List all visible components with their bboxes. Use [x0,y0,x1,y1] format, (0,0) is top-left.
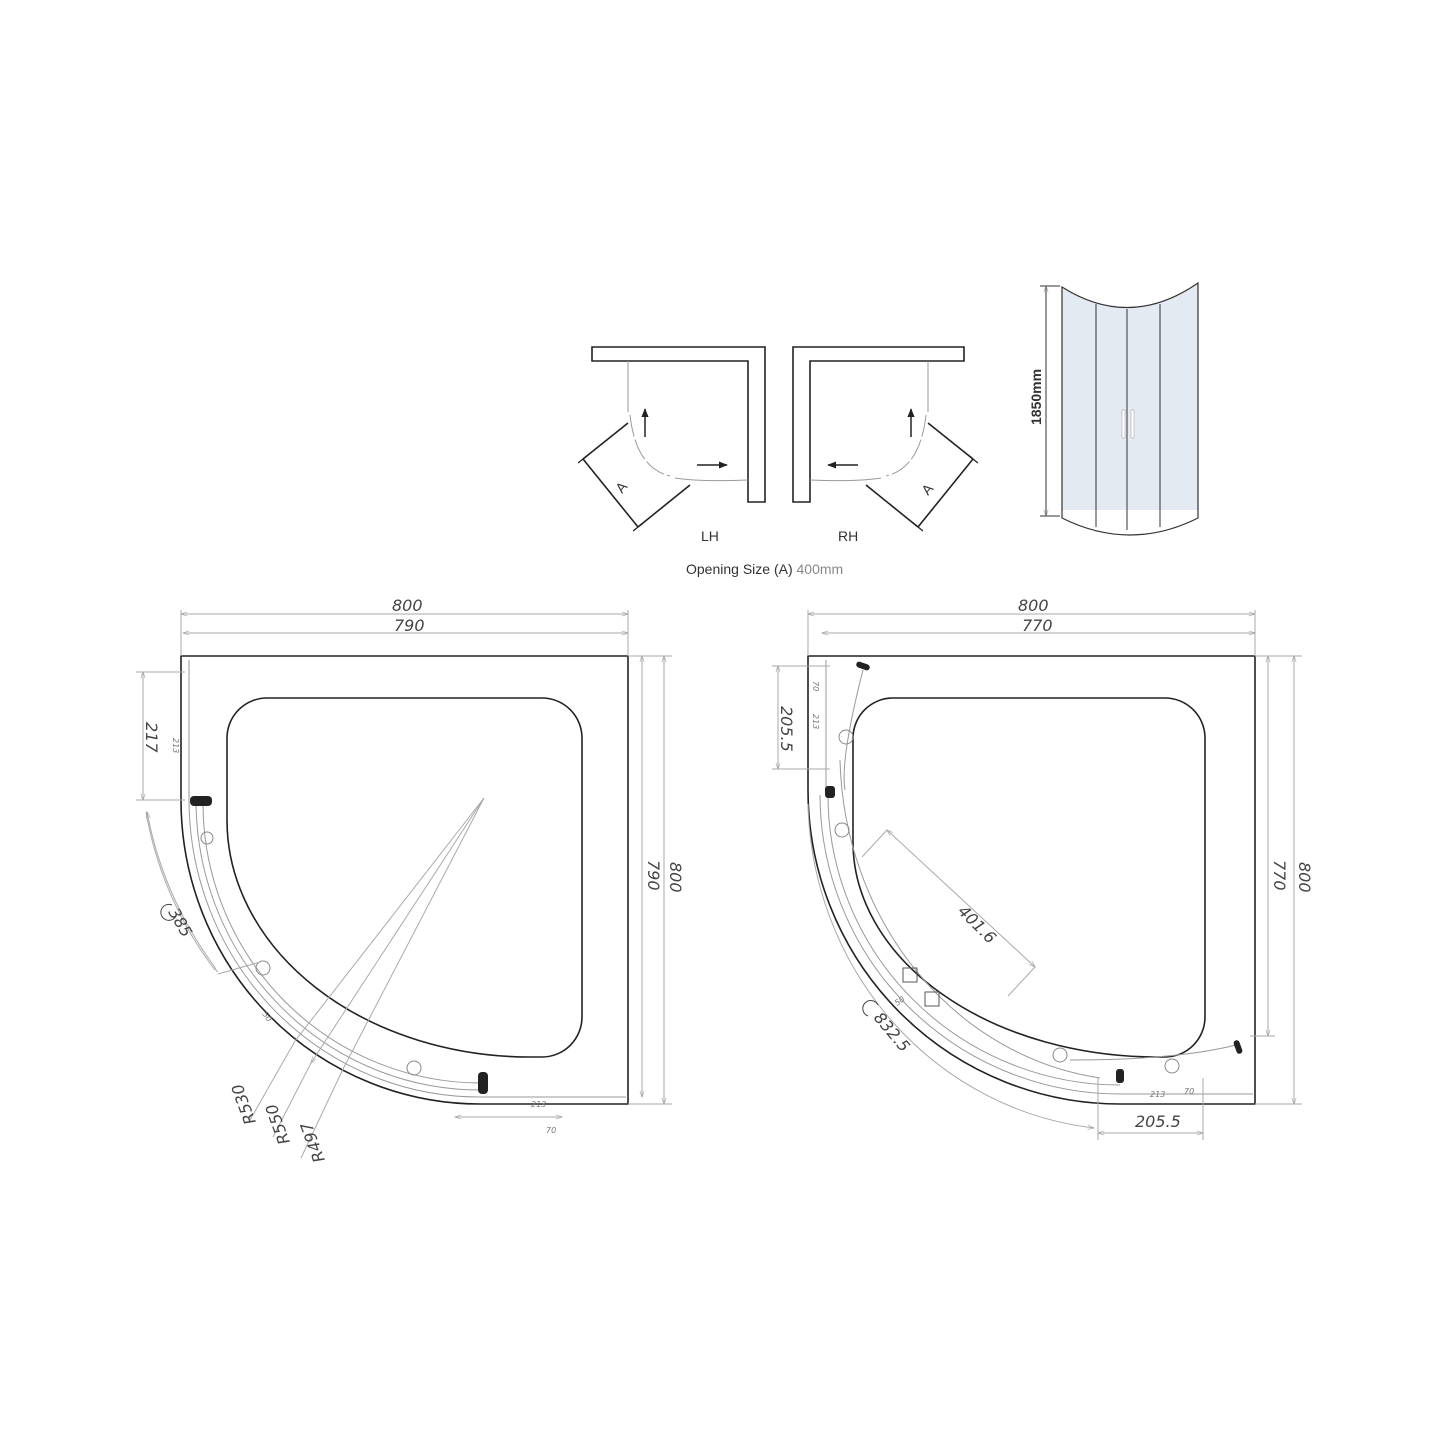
radius-r550: R550 [262,1101,294,1147]
side-panel-dim: 217 [142,722,161,753]
roller-icon [1164,1058,1180,1074]
small-dim-70-h: 70 [1184,1087,1194,1096]
roller-icon [838,729,854,745]
handle-icon [1116,1069,1124,1083]
width-inner: 790 [394,616,425,635]
height-inner: 770 [1270,860,1289,891]
width-inner: 770 [1022,616,1053,635]
caption-prefix: Opening Size (A) [686,561,793,577]
arc-length-dim: 832.5 [870,1008,914,1055]
bottom-panel-dim: 205.5 [1135,1112,1181,1131]
radius-r530: R530 [228,1081,260,1127]
handle-icon [190,796,212,806]
caption-value: 400mm [797,561,844,577]
height-label: 1850mm [1028,369,1044,425]
small-dim-50: 50 [260,1010,273,1024]
rh-a-label: A [918,480,937,498]
rh-wall [792,346,965,503]
handle-icon [856,661,870,671]
handle-left [1121,409,1126,439]
rh-label: RH [838,528,858,544]
lh-label: LH [701,528,719,544]
roller-icon [406,1060,422,1076]
arc-symbol-icon [160,903,177,921]
side-panel-dim: 205.5 [777,706,796,752]
radius-r497: R497 [296,1119,328,1165]
lh-a-label: A [612,478,631,496]
small-dim-213-v: 213 [171,738,180,753]
roller-icon [1052,1047,1068,1063]
handle-icon [478,1072,488,1094]
small-dim-70: 70 [546,1126,556,1135]
roller-icon [255,960,271,976]
opening-dim: 401.6 [954,901,1000,947]
arc-symbol-icon [862,1000,879,1017]
height-inner: 790 [644,860,663,891]
plan-right: 800 770 770 800 205.5 70 213 832.5 50 40… [772,596,1314,1140]
tray-inner [852,697,1206,1058]
tray-outline [180,655,629,1105]
lh-opening-diagram: A LH [577,346,766,544]
handle-icon [825,786,835,798]
elevation-view: 1850mm [1028,281,1199,536]
height-outer: 800 [666,862,685,893]
handle-right [1130,409,1135,439]
small-dim-213-h: 213 [1150,1090,1165,1099]
lh-wall [591,346,766,503]
height-outer: 800 [1295,862,1314,893]
small-dim-213-v: 213 [811,714,820,729]
plan-left: 800 790 790 800 217 213 385 50 R530 R550… [136,596,685,1165]
small-dim-50: 50 [893,994,907,1007]
rh-opening-diagram: A RH [792,346,979,544]
bracket-icon [924,991,940,1007]
small-dim-70-v: 70 [811,681,820,691]
roller-icon [834,822,850,838]
width-outer: 800 [1018,596,1049,615]
small-dim-213-h: 213 [531,1100,546,1109]
tray-outline [807,655,1256,1105]
tray-inner [226,697,583,1058]
width-outer: 800 [392,596,423,615]
bracket-icon [902,967,918,983]
opening-size-caption: Opening Size (A) 400mm [686,561,843,577]
handle-icon [1233,1040,1243,1054]
roller-icon [200,831,214,845]
